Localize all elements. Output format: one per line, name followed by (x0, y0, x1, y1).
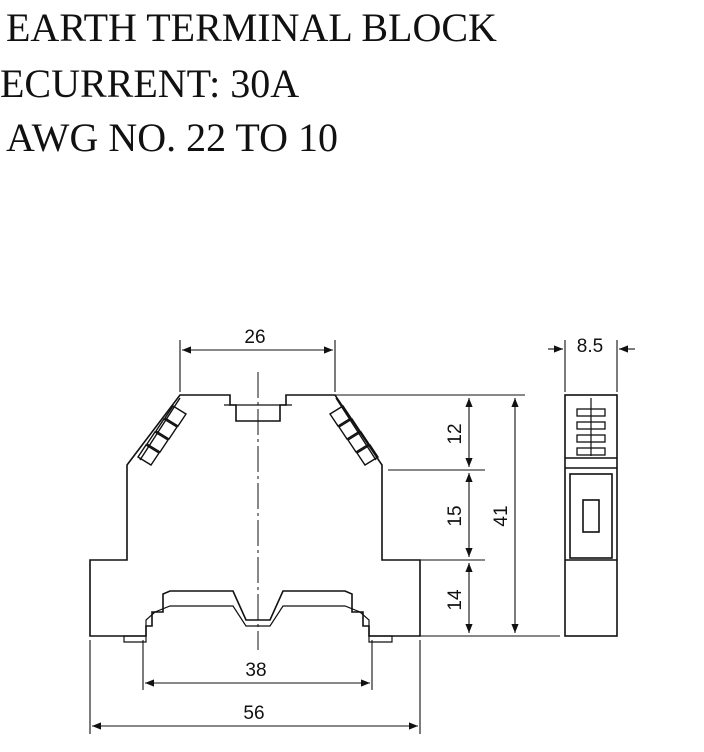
dim-base-width: 38 (245, 660, 266, 681)
title-line-3: AWG NO. 22 TO 10 (6, 115, 338, 160)
block-outline (89, 394, 421, 637)
dim-middle-height: 15 (445, 505, 466, 526)
dim-overall-width: 56 (243, 703, 264, 724)
dimension-lines (89, 340, 635, 734)
dim-upper-height: 12 (445, 423, 466, 444)
front-view (89, 394, 421, 643)
dim-lower-height: 14 (445, 589, 466, 611)
dim-total-height: 41 (491, 505, 512, 526)
dim-top-width: 26 (244, 327, 265, 348)
side-view (564, 394, 618, 637)
right-screw-slats (329, 397, 379, 466)
left-screw-slats (137, 397, 187, 466)
title-line-2: ECURRENT: 30A (0, 61, 300, 106)
rail-clip-left (123, 635, 147, 643)
title-line-1: EARTH TERMINAL BLOCK (6, 5, 497, 50)
dim-side-thickness: 8.5 (577, 336, 603, 357)
rail-clip-right (368, 635, 393, 643)
